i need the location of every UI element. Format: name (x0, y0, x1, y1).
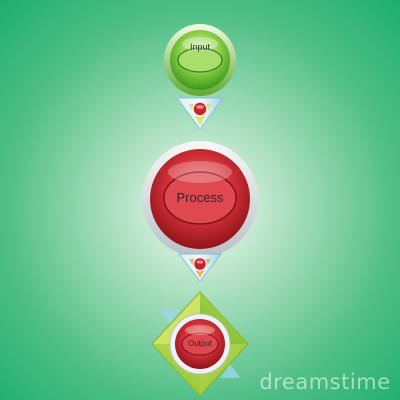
output-node-label: Output (187, 339, 212, 348)
process-node-label: Process (176, 190, 224, 205)
input-node (164, 24, 236, 96)
connector-arrow-1 (176, 97, 224, 130)
process-node (142, 141, 258, 257)
connector-arrow-2 (177, 253, 223, 282)
watermark-text: dreamstime (259, 370, 391, 394)
output-node (151, 291, 249, 397)
input-node-label: Input (189, 42, 211, 52)
